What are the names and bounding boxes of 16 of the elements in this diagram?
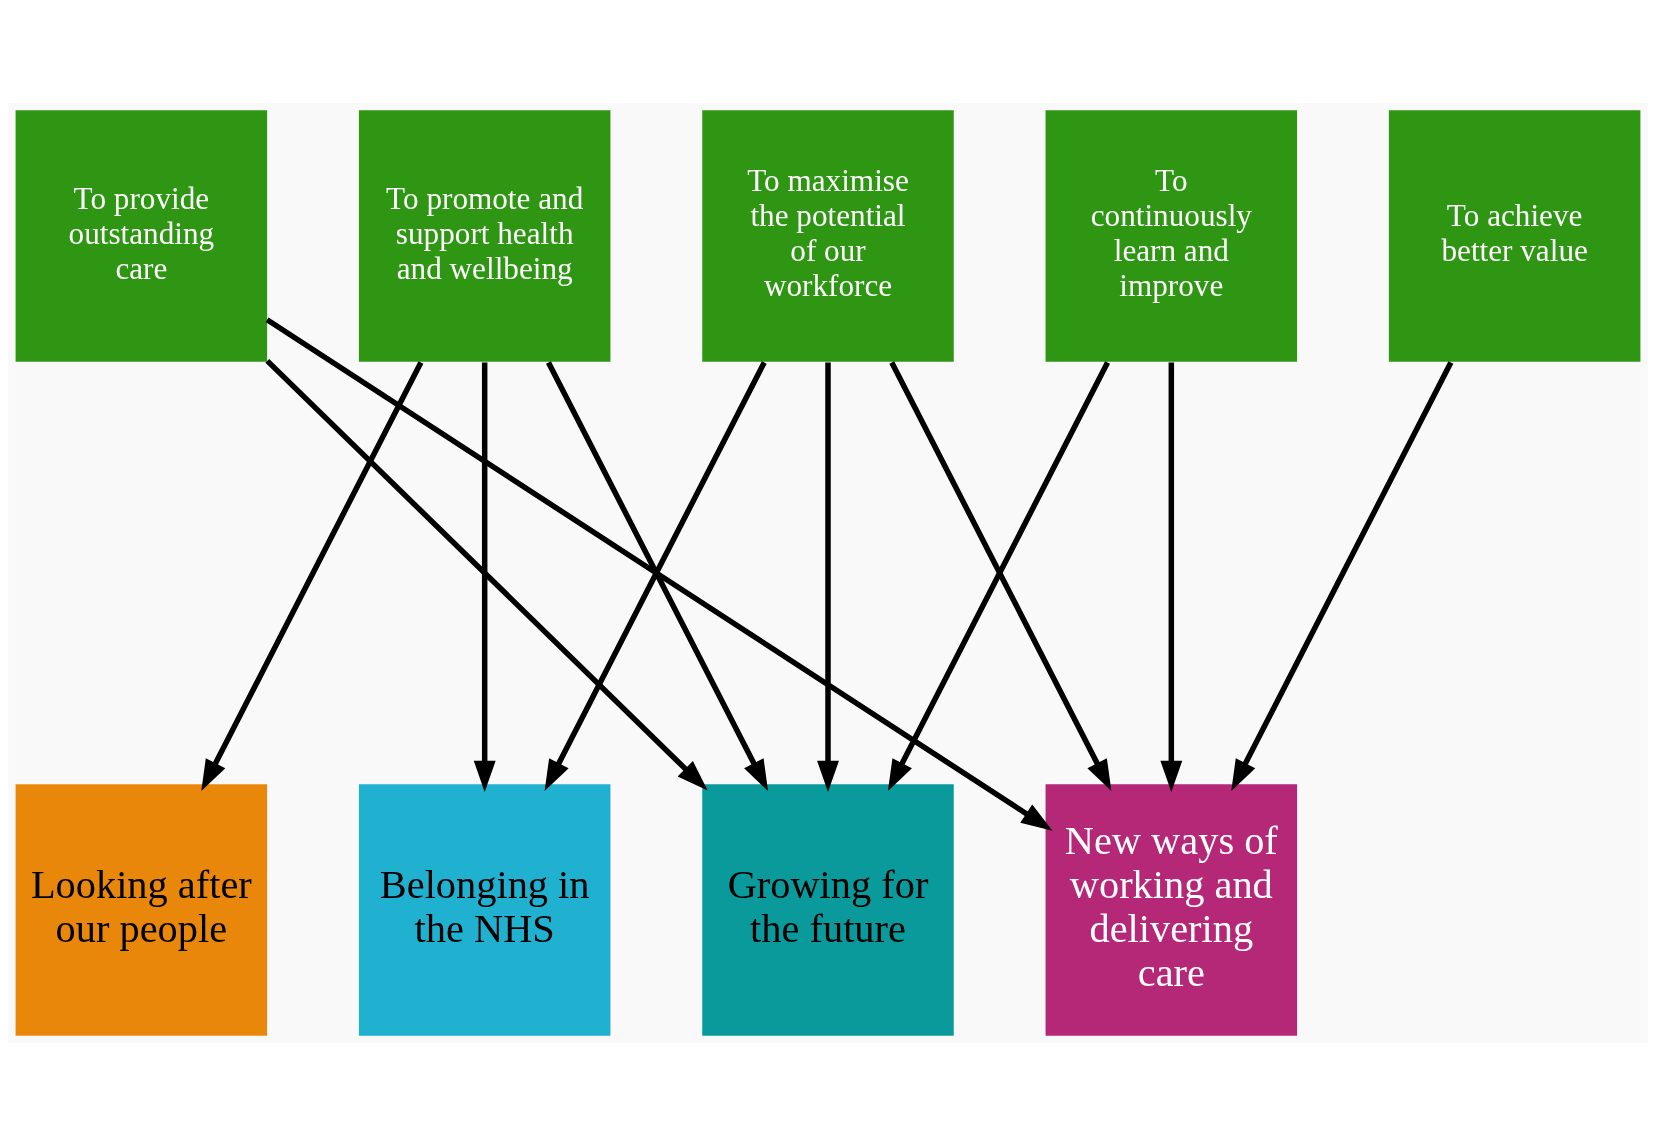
arrow	[1160, 362, 1183, 793]
node-box: To continuously learn and improve	[1045, 110, 1298, 362]
arrow	[1231, 361, 1454, 792]
node-box: To promote and support health and wellbeing	[358, 110, 611, 362]
node-box: To maximise the potential of our workforce	[702, 110, 954, 362]
node-box: New ways of working and delivering care	[1045, 784, 1298, 1036]
arrow	[265, 317, 1053, 831]
node-box: Looking after our people	[15, 784, 268, 1036]
arrow	[201, 361, 424, 792]
arrow	[265, 358, 708, 791]
node-box: Growing for the future	[702, 784, 954, 1036]
node-box: To achieve better value	[1388, 110, 1641, 362]
arrow	[817, 362, 839, 793]
arrow	[473, 362, 496, 793]
node-box: To provide outstanding care	[15, 110, 268, 362]
node-box: Belonging in the NHS	[358, 784, 611, 1036]
